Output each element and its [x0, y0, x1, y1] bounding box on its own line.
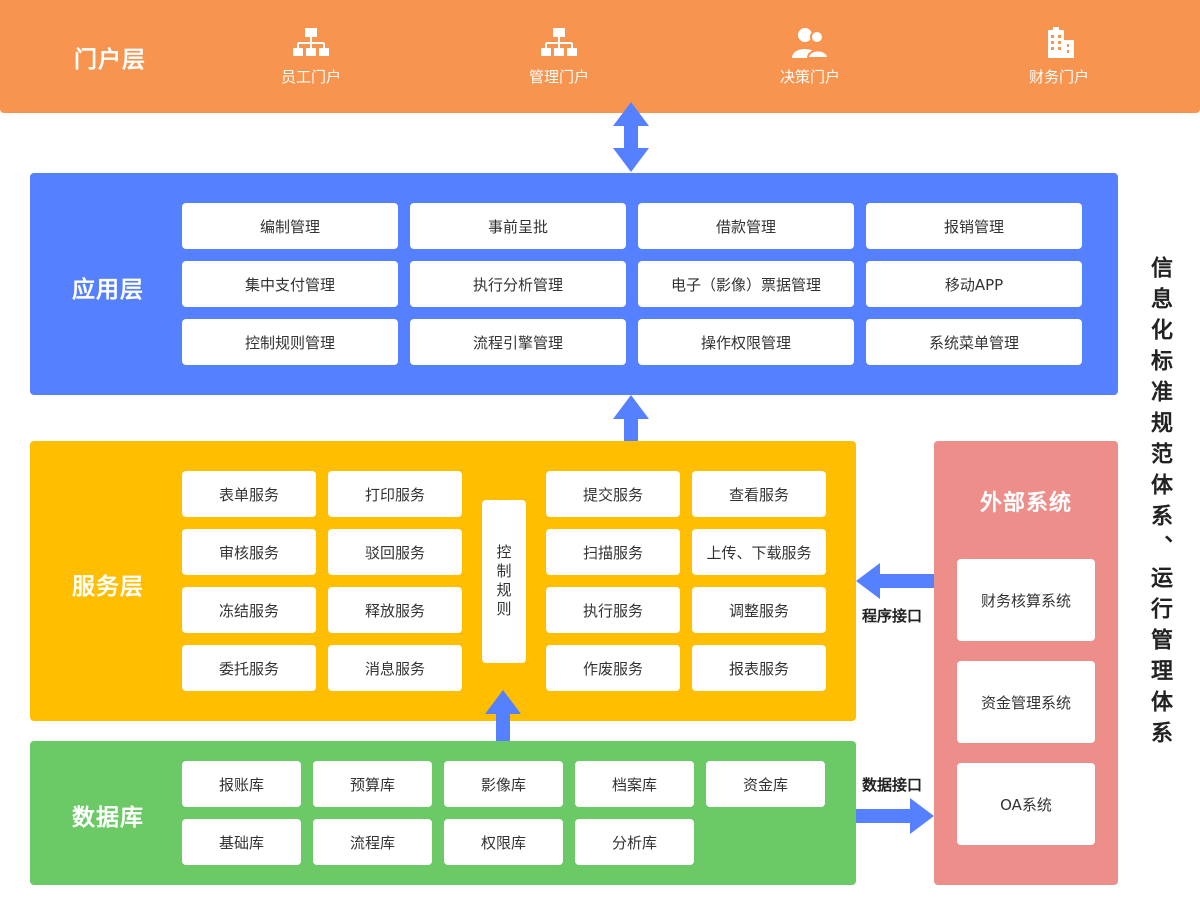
- app-module[interactable]: 操作权限管理: [638, 319, 854, 365]
- service-item[interactable]: 审核服务: [182, 529, 316, 575]
- app-module[interactable]: 事前呈批: [410, 203, 626, 249]
- org-chart-icon: [541, 28, 577, 56]
- app-module[interactable]: 电子（影像）票据管理: [638, 261, 854, 307]
- service-item[interactable]: 冻结服务: [182, 587, 316, 633]
- data-interface-label: 数据接口: [862, 776, 923, 794]
- db-item[interactable]: 报账库: [182, 761, 301, 807]
- app-module[interactable]: 集中支付管理: [182, 261, 398, 307]
- service-item[interactable]: 提交服务: [546, 471, 680, 517]
- external-system-item[interactable]: 资金管理系统: [957, 661, 1095, 743]
- service-item[interactable]: 驳回服务: [328, 529, 462, 575]
- db-item[interactable]: 权限库: [444, 819, 563, 865]
- app-module[interactable]: 借款管理: [638, 203, 854, 249]
- side-standards-title: 信息化标准规范体系、运行管理体系: [1147, 256, 1172, 752]
- service-item[interactable]: 报表服务: [692, 645, 826, 691]
- service-item[interactable]: 消息服务: [328, 645, 462, 691]
- arrow-right-data-interface: [856, 798, 934, 834]
- portal-item-staff[interactable]: 员工门户: [251, 26, 371, 87]
- arrow-left-program-interface: [856, 563, 934, 599]
- db-item[interactable]: 分析库: [575, 819, 694, 865]
- db-item[interactable]: 流程库: [313, 819, 432, 865]
- portal-item-finance[interactable]: 财务门户: [999, 26, 1119, 87]
- service-item[interactable]: 调整服务: [692, 587, 826, 633]
- service-item[interactable]: 打印服务: [328, 471, 462, 517]
- portal-layer-title: 门户层: [74, 47, 146, 73]
- app-module[interactable]: 移动APP: [866, 261, 1082, 307]
- database-layer-title: 数据库: [72, 805, 144, 831]
- service-item[interactable]: 释放服务: [328, 587, 462, 633]
- external-system-item[interactable]: 财务核算系统: [957, 559, 1095, 641]
- app-module[interactable]: 编制管理: [182, 203, 398, 249]
- db-item[interactable]: 影像库: [444, 761, 563, 807]
- db-item[interactable]: 基础库: [182, 819, 301, 865]
- service-item[interactable]: 委托服务: [182, 645, 316, 691]
- portal-item-label: 员工门户: [280, 68, 341, 86]
- app-module[interactable]: 系统菜单管理: [866, 319, 1082, 365]
- service-layer: 服务层 表单服务 打印服务 审核服务 驳回服务 冻结服务 释放服务 委托服务 消…: [30, 441, 856, 721]
- portal-item-label: 管理门户: [528, 68, 589, 86]
- app-module[interactable]: 流程引擎管理: [410, 319, 626, 365]
- service-layer-title: 服务层: [72, 574, 144, 600]
- app-module[interactable]: 执行分析管理: [410, 261, 626, 307]
- service-item[interactable]: 表单服务: [182, 471, 316, 517]
- application-layer-title: 应用层: [72, 277, 144, 303]
- service-item[interactable]: 作废服务: [546, 645, 680, 691]
- app-module[interactable]: 报销管理: [866, 203, 1082, 249]
- external-systems-title: 外部系统: [979, 491, 1072, 516]
- external-system-item[interactable]: OA系统: [957, 763, 1095, 845]
- external-systems-panel: 外部系统 财务核算系统 资金管理系统 OA系统: [934, 441, 1118, 885]
- building-icon: [1048, 27, 1074, 58]
- portal-item-decision[interactable]: 决策门户: [750, 26, 870, 87]
- control-rules-box[interactable]: 控制规则: [482, 500, 526, 663]
- db-item[interactable]: 档案库: [575, 761, 694, 807]
- org-chart-icon: [293, 28, 329, 56]
- double-arrow-portal-app: [613, 102, 649, 172]
- program-interface-label: 程序接口: [862, 607, 923, 625]
- application-layer: 应用层 编制管理 事前呈批 借款管理 报销管理 集中支付管理 执行分析管理 电子…: [30, 173, 1118, 395]
- portal-item-label: 决策门户: [779, 68, 840, 86]
- arrow-up-db-service: [485, 690, 521, 742]
- portal-item-label: 财务门户: [1028, 68, 1089, 86]
- portal-layer: 门户层 员工门户 管理门户 决策门户: [0, 0, 1200, 113]
- service-item[interactable]: 查看服务: [692, 471, 826, 517]
- service-item[interactable]: 扫描服务: [546, 529, 680, 575]
- users-icon: [792, 28, 829, 59]
- db-item[interactable]: 资金库: [706, 761, 825, 807]
- portal-item-management[interactable]: 管理门户: [499, 26, 619, 87]
- service-item[interactable]: 执行服务: [546, 587, 680, 633]
- service-item[interactable]: 上传、下载服务: [692, 529, 826, 575]
- db-item[interactable]: 预算库: [313, 761, 432, 807]
- app-module[interactable]: 控制规则管理: [182, 319, 398, 365]
- database-layer: 数据库 报账库 预算库 影像库 档案库 资金库 基础库 流程库 权限库 分析库: [30, 741, 856, 885]
